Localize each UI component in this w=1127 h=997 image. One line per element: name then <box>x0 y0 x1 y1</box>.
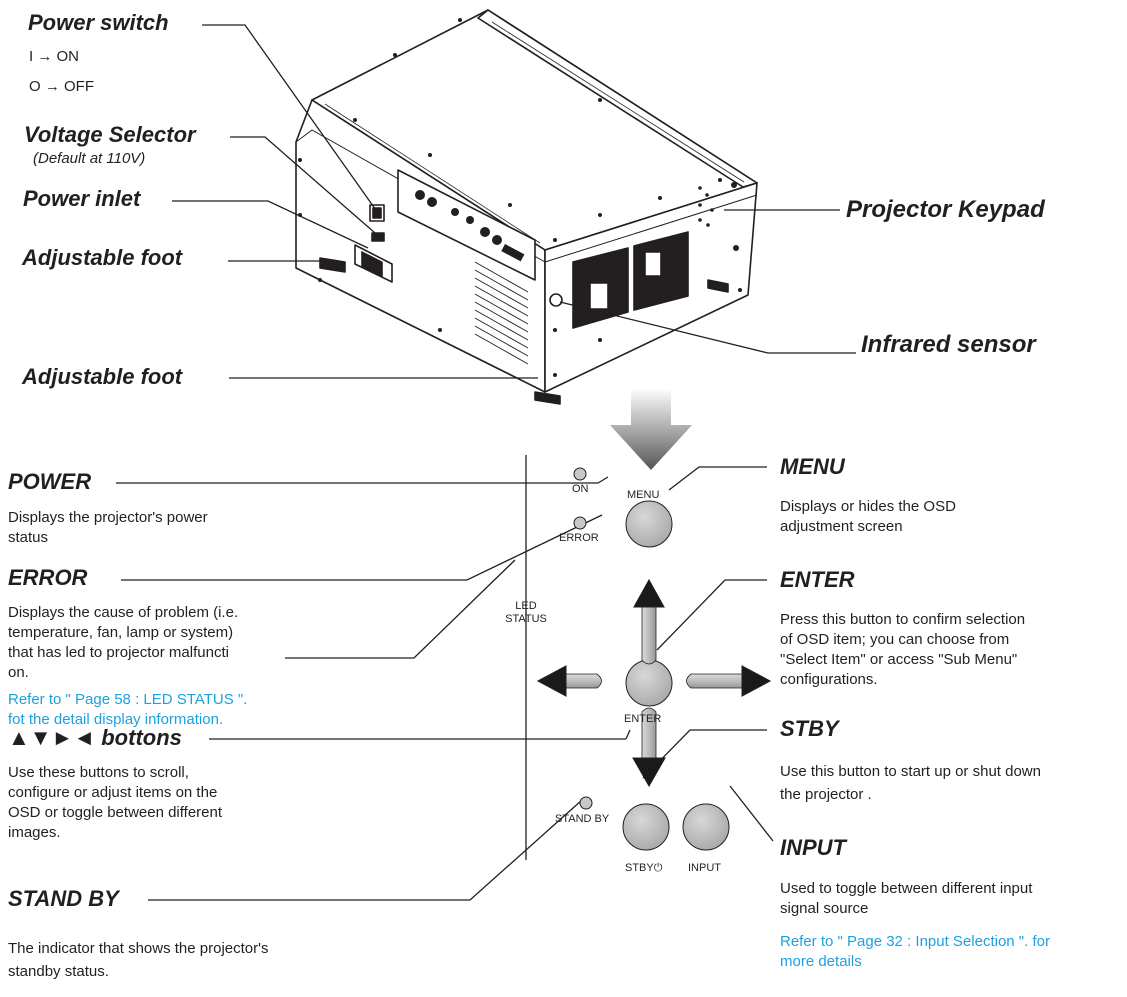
input-reference-line[interactable]: Refer to " Page 32 : Input Selection ". … <box>780 933 1050 950</box>
power-icon: ⏻ <box>653 862 663 874</box>
error-desc-line: Displays the cause of problem (i.e. <box>8 604 239 621</box>
menu-desc-line: Displays or hides the OSD <box>780 498 956 515</box>
error-led-label: ERROR <box>559 532 599 544</box>
adjustable-foot-label: Adjustable foot <box>22 245 183 270</box>
menu-desc-line: adjustment screen <box>780 518 903 535</box>
power-inlet-label: Power inlet <box>23 186 141 211</box>
down-arrow-icon <box>610 388 692 470</box>
error-desc-line: temperature, fan, lamp or system) <box>8 624 234 641</box>
standby-title: STAND BY <box>8 886 119 911</box>
error-desc-line: on. <box>8 664 29 681</box>
projector-keypad-label: Projector Keypad <box>846 196 1045 223</box>
power-desc-line: status <box>8 529 49 546</box>
power-desc: Displays the projector's power status <box>8 508 208 548</box>
standby-desc-line: The indicator that shows the projector's <box>8 940 269 957</box>
led-status-line: LED <box>515 600 537 612</box>
input-title: INPUT <box>780 835 846 860</box>
stby-button-label: STBY⏻ <box>625 862 662 875</box>
arrow-buttons-title-text: bottons <box>101 725 182 750</box>
keypad-diagram <box>536 467 772 851</box>
projector-body <box>295 9 758 405</box>
arrow-symbols-icon: ▲▼►◄ <box>8 725 96 750</box>
menu-desc: Displays or hides the OSD adjustment scr… <box>780 497 956 537</box>
stby-desc-line: the projector . <box>780 786 872 803</box>
voltage-default-label: (Default at 110V) <box>33 150 146 167</box>
input-desc: Used to toggle between different input s… <box>780 879 1032 919</box>
arrow-desc-line: OSD or toggle between different <box>8 804 223 821</box>
error-title: ERROR <box>8 565 88 590</box>
power-off-line: O → OFF <box>29 78 94 95</box>
arrow-buttons-desc: Use these buttons to scroll, configure o… <box>8 763 222 843</box>
input-selection-reference-link[interactable]: Refer to " Page 32 : Input Selection ". … <box>780 932 1050 972</box>
enter-button-graphic <box>625 659 673 707</box>
menu-title: MENU <box>780 454 845 479</box>
enter-button-label: ENTER <box>624 713 662 725</box>
enter-desc-line: of OSD item; you can choose from <box>780 631 1010 648</box>
voltage-selector-label: Voltage Selector <box>24 122 196 147</box>
menu-button-label: MENU <box>627 489 660 501</box>
stby-desc-line: Use this button to start up or shut down <box>780 763 1041 780</box>
enter-desc-line: configurations. <box>780 671 878 688</box>
led-status-reference-link[interactable]: Refer to " Page 58 : LED STATUS ". fot t… <box>8 690 247 730</box>
input-desc-line: Used to toggle between different input <box>780 880 1033 897</box>
enter-desc: Press this button to confirm selection o… <box>780 610 1025 690</box>
standby-desc: The indicator that shows the projector's… <box>8 937 269 983</box>
stby-text: STBY <box>625 862 654 874</box>
arrow-desc-line: images. <box>8 824 61 841</box>
stby-desc: Use this button to start up or shut down… <box>780 760 1041 806</box>
input-reference-line[interactable]: more details <box>780 953 862 970</box>
enter-desc-line: Press this button to confirm selection <box>780 611 1026 628</box>
led-status-reference-line[interactable]: Refer to " Page 58 : LED STATUS ". <box>8 691 248 708</box>
stby-title: STBY <box>780 716 839 741</box>
error-desc-line: that has led to projector malfuncti <box>8 644 229 661</box>
led-status-reference-line[interactable]: fot the detail display information. <box>8 711 224 728</box>
adjustable-foot-label-bottom: Adjustable foot <box>22 364 183 389</box>
enter-desc-line: "Select Item" or access "Sub Menu" <box>780 651 1018 668</box>
power-on-line: I → ON <box>29 48 80 65</box>
standby-desc-line: standby status. <box>8 963 109 980</box>
infrared-sensor-label: Infrared sensor <box>861 331 1036 358</box>
enter-title: ENTER <box>780 567 855 592</box>
led-status-line: STATUS <box>505 613 547 625</box>
stby-button-graphic <box>622 803 670 851</box>
arrow-buttons-title: ▲▼►◄ bottons <box>8 725 182 751</box>
led-status-label: LED STATUS <box>500 600 552 626</box>
on-led-label: ON <box>572 483 589 495</box>
power-desc-line: Displays the projector's power <box>8 509 208 526</box>
power-switch-label: Power switch <box>28 10 169 35</box>
arrow-desc-line: Use these buttons to scroll, <box>8 764 189 781</box>
power-title: POWER <box>8 469 92 494</box>
error-desc: Displays the cause of problem (i.e. temp… <box>8 603 238 683</box>
input-button-graphic <box>682 803 730 851</box>
stand-by-led-label: STAND BY <box>555 813 610 825</box>
input-button-label: INPUT <box>688 862 721 874</box>
arrow-desc-line: configure or adjust items on the <box>8 784 218 801</box>
input-desc-line: signal source <box>780 900 869 917</box>
menu-button-graphic <box>625 500 673 548</box>
